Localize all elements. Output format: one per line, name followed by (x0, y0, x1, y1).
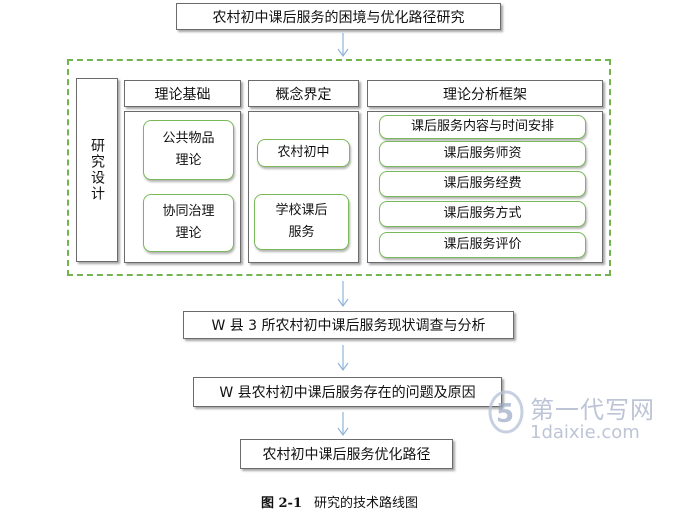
concept-item-line: 服务 (288, 225, 315, 240)
theory-item-line: 公共物品 (162, 131, 215, 146)
arrow-down-icon (337, 281, 349, 308)
framework-header-box: 理论分析框架 (367, 80, 603, 107)
concept-item-line: 学校课后 (275, 203, 328, 218)
step-box: W 县农村初中课后服务存在的问题及原因 (193, 377, 502, 407)
arrow-down-icon (337, 412, 349, 437)
research-design-label: 研究设计 (89, 138, 105, 202)
step-label: W 县农村初中课后服务存在的问题及原因 (219, 385, 476, 401)
framework-item: 课后服务内容与时间安排 (379, 115, 586, 139)
theory-item-line: 协同治理 (162, 204, 215, 219)
theory-item-public-goods: 公共物品 理论 (143, 120, 234, 180)
framework-item-label: 课后服务师资 (443, 146, 522, 161)
framework-item: 课后服务师资 (379, 141, 586, 167)
diagram-title-box: 农村初中课后服务的困境与优化路径研究 (176, 3, 501, 30)
step-box: 农村初中课后服务优化路径 (240, 439, 453, 469)
framework-item: 课后服务评价 (379, 232, 586, 258)
concept-item-after-school-service: 学校课后 服务 (254, 194, 349, 250)
concepts-header-box: 概念界定 (248, 80, 359, 107)
research-design-label-box: 研究设计 (76, 78, 118, 262)
figure-number: 图 2-1 (260, 496, 302, 511)
concepts-header: 概念界定 (275, 86, 332, 103)
watermark-emblem-icon: 5 (488, 390, 524, 434)
theory-item-line: 理论 (175, 153, 202, 168)
watermark-logo: 5 第一代写网 1daixie.com (486, 388, 676, 446)
research-design-region (67, 59, 611, 276)
framework-item-label: 课后服务方式 (443, 206, 522, 221)
theory-item-collaborative-governance: 协同治理 理论 (143, 194, 234, 252)
svg-text:5: 5 (496, 399, 514, 429)
figure-caption-text: 研究的技术路线图 (314, 496, 419, 511)
framework-item-label: 课后服务经费 (443, 176, 522, 191)
watermark-cn: 第一代写网 (530, 396, 655, 424)
framework-item: 课后服务经费 (379, 171, 586, 197)
concept-item-line: 农村初中 (277, 145, 330, 160)
step-label: W 县 3 所农村初中课后服务现状调查与分析 (211, 318, 486, 334)
theory-header-box: 理论基础 (124, 80, 241, 107)
framework-item-label: 课后服务评价 (443, 237, 522, 252)
framework-item: 课后服务方式 (379, 201, 586, 227)
arrow-down-icon (337, 345, 349, 372)
theory-item-line: 理论 (175, 226, 202, 241)
figure-caption: 图 2-1 研究的技术路线图 (0, 492, 679, 511)
concept-item-rural-middle-school: 农村初中 (257, 139, 350, 167)
watermark-en: 1daixie.com (530, 422, 640, 443)
arrow-down-icon (337, 33, 349, 58)
step-box: W 县 3 所农村初中课后服务现状调查与分析 (183, 311, 514, 339)
theory-header: 理论基础 (154, 86, 211, 103)
step-label: 农村初中课后服务优化路径 (262, 447, 431, 463)
framework-header: 理论分析框架 (443, 86, 527, 103)
diagram-title: 农村初中课后服务的困境与优化路径研究 (212, 9, 465, 26)
framework-item-label: 课后服务内容与时间安排 (410, 119, 554, 134)
